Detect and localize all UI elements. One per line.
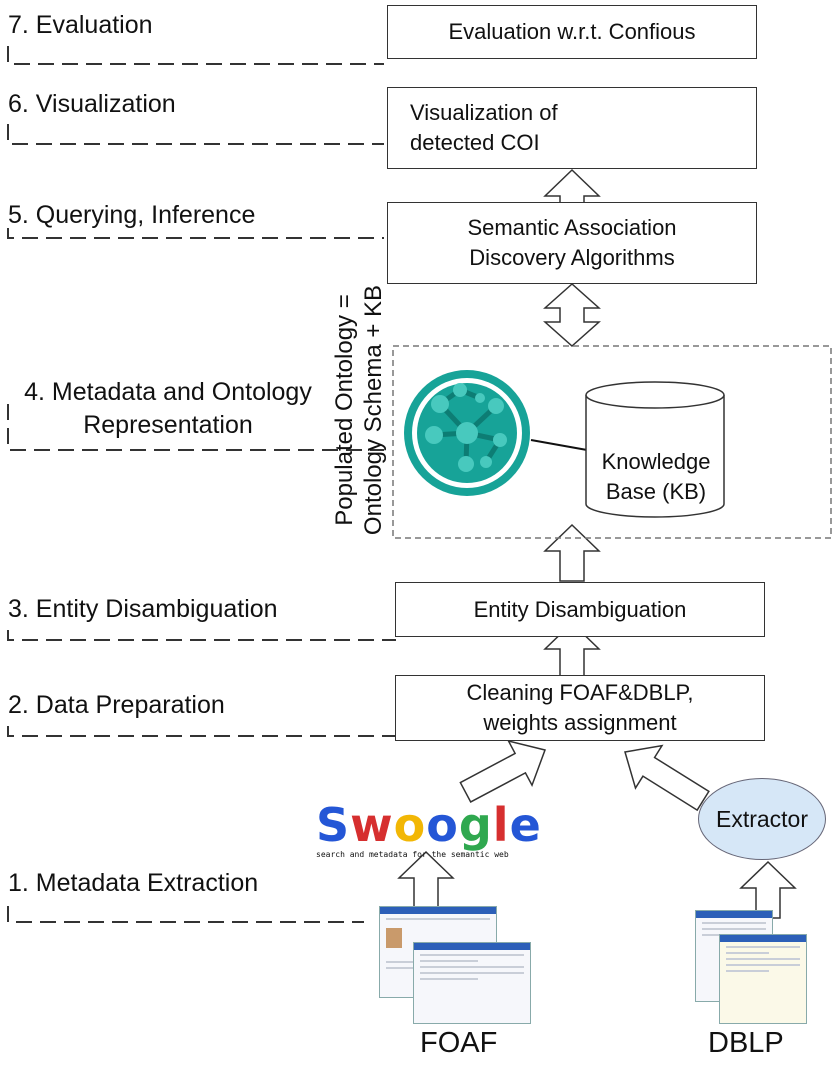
stage-label-disambiguation: 3. Entity Disambiguation xyxy=(8,595,278,623)
arrow-swoogle-up xyxy=(398,851,454,909)
divider-disambiguation xyxy=(7,630,396,641)
database-cylinder-icon xyxy=(585,381,725,518)
visualization-box: Visualization of detected COI xyxy=(387,87,757,169)
arrow-swoogle-to-cleaning xyxy=(459,739,546,803)
ontology-container xyxy=(392,345,832,539)
stage-dividers xyxy=(7,46,396,923)
visualization-text: Visualization of detected COI xyxy=(410,100,558,155)
dblp-page-thumbnail-front xyxy=(719,934,807,1024)
stage-label-preparation: 2. Data Preparation xyxy=(8,691,225,719)
swoogle-wordmark: Swoogle xyxy=(316,802,541,848)
stage-label-querying: 5. Querying, Inference xyxy=(8,201,256,229)
swoogle-letter: l xyxy=(492,798,510,852)
swoogle-letter: o xyxy=(426,798,459,852)
foaf-page-thumbnail-front xyxy=(413,942,531,1024)
swoogle-letter: g xyxy=(458,798,493,852)
swoogle-tagline: search and metadata for the semantic web xyxy=(316,850,509,859)
stage-label-evaluation: 7. Evaluation xyxy=(8,11,153,39)
swoogle-letter: o xyxy=(393,798,427,852)
divider-evaluation xyxy=(7,46,384,65)
divider-preparation xyxy=(7,726,396,737)
divider-visualization xyxy=(7,124,384,145)
double-arrow-algorithms-ontology xyxy=(543,282,601,348)
divider-extraction xyxy=(7,906,364,923)
knowledge-base-label: Knowledge Base (KB) xyxy=(601,449,711,504)
extractor-node: Extractor xyxy=(698,778,826,860)
ontology-label-line1: Populated Ontology = xyxy=(331,294,359,526)
disambiguation-box: Entity Disambiguation xyxy=(395,582,765,637)
swoogle-letter: S xyxy=(316,798,351,852)
ontology-network-icon xyxy=(404,370,530,496)
stage-label-visualization: 6. Visualization xyxy=(8,90,176,118)
swoogle-letter: e xyxy=(509,798,542,852)
divider-querying xyxy=(7,228,384,239)
arrow-to-kb xyxy=(544,524,600,582)
swoogle-letter: w xyxy=(350,798,394,852)
stage-label-extraction: 1. Metadata Extraction xyxy=(8,869,259,897)
dblp-label: DBLP xyxy=(708,1027,784,1059)
ontology-label-line2: Ontology Schema + KB xyxy=(360,284,387,536)
foaf-label: FOAF xyxy=(420,1027,498,1059)
algorithms-box: Semantic Association Discovery Algorithm… xyxy=(387,202,757,284)
stage-label-representation: 4. Metadata and Ontology Representation xyxy=(24,378,312,439)
ontology-kb-connector xyxy=(530,439,588,451)
cleaning-box: Cleaning FOAF&DBLP, weights assignment xyxy=(395,675,765,741)
evaluation-box: Evaluation w.r.t. Confious xyxy=(387,5,757,59)
swoogle-logo: Swoogle search and metadata for the sema… xyxy=(316,802,541,859)
divider-representation xyxy=(7,404,384,451)
